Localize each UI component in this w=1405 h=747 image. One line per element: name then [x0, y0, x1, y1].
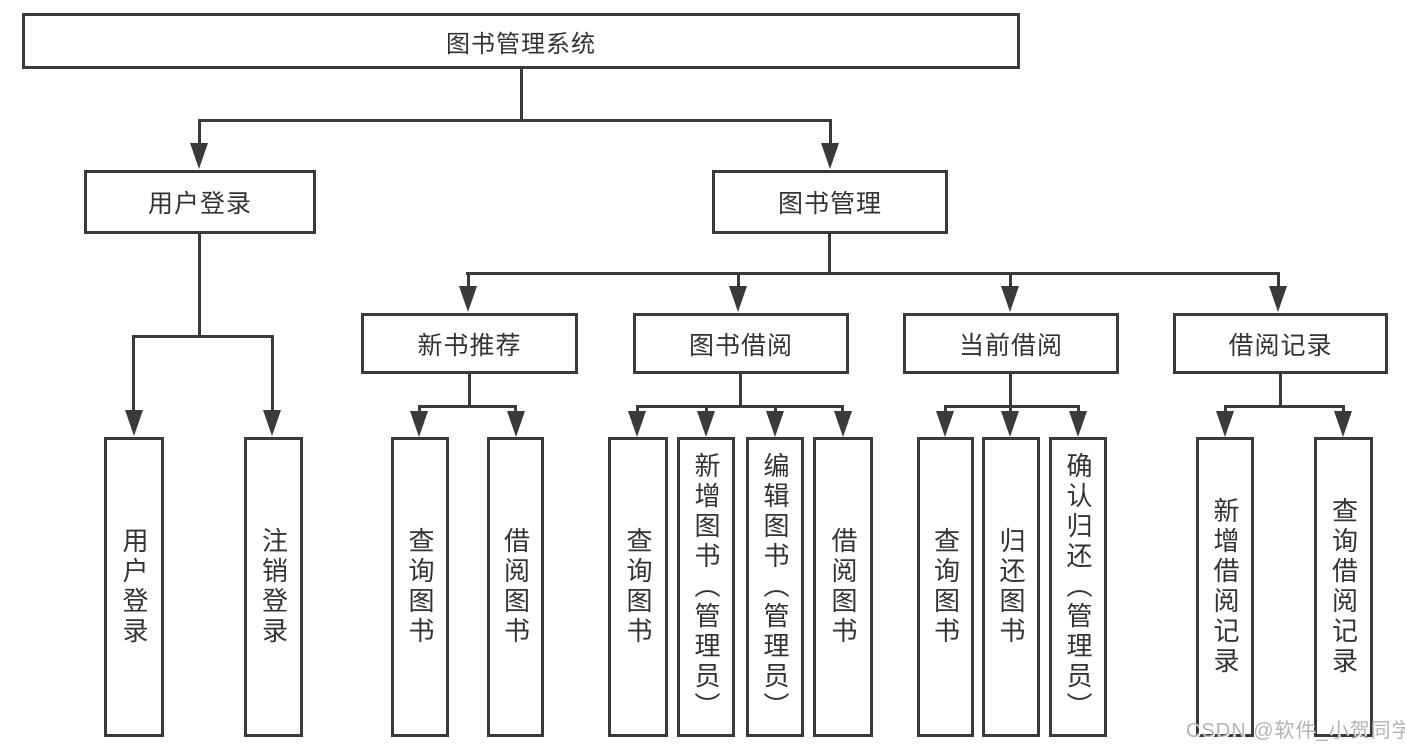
node-cb-return-books: 归还图书 [982, 437, 1040, 737]
arrow-down-icon [766, 411, 784, 437]
connector-drop [1009, 405, 1012, 415]
connector-user-login-split [132, 335, 273, 338]
connector-borrow-records-drop [1277, 272, 1280, 289]
node-book-mgmt: 图书管理 [712, 170, 948, 234]
connector-root-stem [520, 68, 523, 120]
arrow-down-icon [1269, 286, 1287, 312]
node-user-login: 用户登录 [84, 170, 316, 234]
node-cb-confirm-return: 确认归还（管理员） [1049, 437, 1107, 737]
connector-current-borrow-drop [1009, 272, 1012, 289]
arrow-down-icon [190, 143, 208, 169]
connector-user-login-stem [198, 233, 201, 335]
node-book-borrow: 图书借阅 [633, 313, 849, 374]
node-rec-borrow-books: 借阅图书 [487, 437, 544, 737]
connector-book-mgmt-stem [828, 233, 831, 273]
arrow-down-icon [507, 411, 525, 437]
node-current-borrow: 当前借阅 [903, 313, 1119, 374]
connector-borrow-records-stem [1279, 374, 1282, 405]
node-bb-add-books: 新增图书（管理员） [677, 437, 735, 737]
node-leaf-logout: 注销登录 [244, 437, 303, 737]
connector-leaf-logout-drop [271, 335, 274, 413]
connector-drop [774, 405, 777, 415]
connector-drop [418, 405, 421, 415]
arrow-down-icon [1001, 411, 1019, 437]
node-leaf-user-login: 用户登录 [104, 437, 164, 737]
node-root: 图书管理系统 [22, 13, 1020, 69]
connector-drop [705, 405, 708, 415]
connector-new-book-rec-stem [468, 374, 471, 405]
arrow-down-icon [834, 411, 852, 437]
connector-drop [1077, 405, 1080, 415]
arrow-down-icon [125, 410, 143, 436]
connector-drop [944, 405, 947, 415]
connector-current-borrow-stem [1009, 374, 1012, 405]
connector-current-borrow-split [944, 405, 1080, 408]
connector-book-borrow-stem [739, 374, 742, 405]
arrow-down-icon [263, 410, 281, 436]
node-cb-query-books: 查询图书 [917, 437, 974, 737]
node-new-book-rec: 新书推荐 [361, 313, 578, 374]
connector-borrow-records-split [1224, 405, 1344, 408]
arrow-down-icon [729, 286, 747, 312]
node-bb-query-books: 查询图书 [608, 437, 668, 737]
connector-leaf-user-login-drop [132, 335, 135, 413]
node-bb-borrow-books: 借阅图书 [813, 437, 873, 737]
connector-drop [1224, 405, 1227, 415]
connector-book-borrow-split [636, 405, 844, 408]
arrow-down-icon [410, 411, 428, 437]
connector-book-mgmt-split [466, 272, 1280, 275]
connector-new-book-rec-split [418, 405, 517, 408]
arrow-down-icon [821, 143, 839, 169]
arrow-down-icon [697, 411, 715, 437]
node-br-add-record: 新增借阅记录 [1196, 437, 1254, 737]
connector-drop [1342, 405, 1345, 415]
watermark: CSDN @软件_小贺同学 [1186, 720, 1405, 742]
arrow-down-icon [628, 411, 646, 437]
connector-book-mgmt-drop [829, 119, 832, 146]
arrow-down-icon [936, 411, 954, 437]
node-bb-edit-books: 编辑图书（管理员） [746, 437, 804, 737]
node-br-query-record: 查询借阅记录 [1314, 437, 1373, 737]
arrow-down-icon [1334, 411, 1352, 437]
arrow-down-icon [459, 286, 477, 312]
connector-new-book-rec-drop [467, 272, 470, 289]
connector-root-split [198, 119, 832, 122]
connector-drop [636, 405, 639, 415]
node-rec-query-books: 查询图书 [391, 437, 449, 737]
connector-drop [841, 405, 844, 415]
arrow-down-icon [1069, 411, 1087, 437]
connector-drop [514, 405, 517, 415]
connector-user-login-drop [198, 119, 201, 146]
arrow-down-icon [1216, 411, 1234, 437]
arrow-down-icon [1001, 286, 1019, 312]
node-borrow-records: 借阅记录 [1173, 313, 1388, 374]
connector-book-borrow-drop [737, 272, 740, 289]
